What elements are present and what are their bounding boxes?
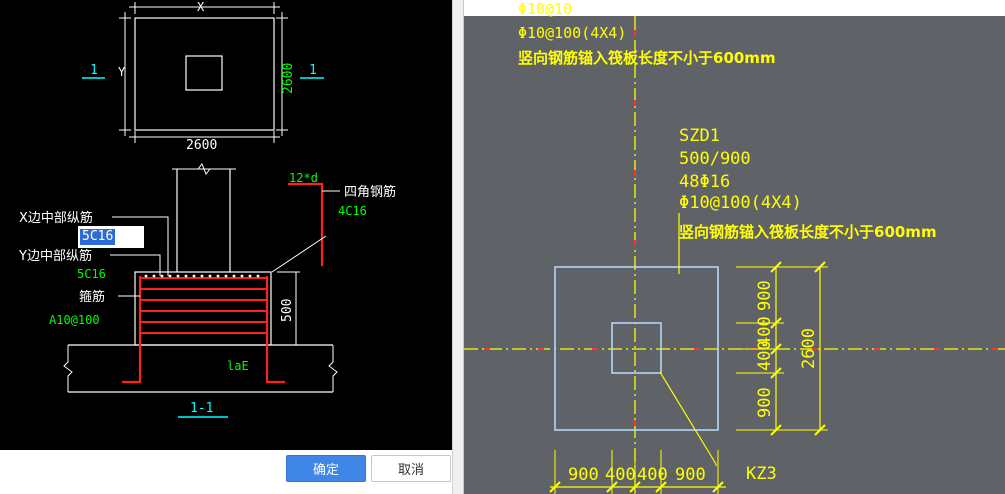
plan-outline: [134, 17, 275, 131]
stirrup-value: A10@100: [49, 313, 100, 327]
vdim-3: 400: [755, 340, 775, 371]
section-mark-right: 1: [309, 63, 317, 78]
corner-bar-dim: 12*d: [289, 171, 318, 185]
vdim-2: 400: [755, 316, 775, 347]
plan-y-label: Y: [118, 65, 126, 79]
top-note: 竖向钢筋锚入筏板长度不小于600mm: [518, 49, 776, 67]
anchor-length-label: laE: [227, 359, 249, 373]
column-label: KZ3: [746, 464, 777, 484]
x-mid-bar-label: X边中部纵筋: [19, 210, 93, 226]
section-height-dim: 500: [280, 299, 295, 322]
preview-canvas: X Y 2600 2600 1 1: [0, 0, 452, 450]
cad-topbar: [464, 0, 1005, 16]
element-size: 500/900: [679, 149, 751, 169]
svg-text:Φ10@10: Φ10@10: [518, 0, 572, 18]
plan-height-dim: 2600: [281, 63, 296, 94]
hdim-1: 900: [568, 465, 599, 485]
element-stirrups: Φ10@100(4X4): [679, 193, 802, 213]
plan-width-dim: 2600: [186, 138, 217, 153]
cancel-button[interactable]: 取消: [371, 455, 451, 482]
hdim-3: 400: [637, 465, 668, 485]
element-note: 竖向钢筋锚入筏板长度不小于600mm: [679, 223, 937, 241]
hdim-2: 400: [605, 465, 636, 485]
section-mark-left: 1: [90, 63, 98, 78]
stirrup-label: 箍筋: [79, 289, 105, 305]
top-spec-partial: Φ10@100(4X4): [518, 24, 626, 42]
hdim-4: 900: [675, 465, 706, 485]
vdim-4: 900: [755, 387, 775, 418]
y-mid-bar-label: Y边中部纵筋: [18, 248, 92, 264]
plan-column: [185, 55, 223, 91]
element-main-bars: 48Φ16: [679, 172, 730, 192]
cad-canvas[interactable]: Φ10@10 Φ10@100(4X4) 竖向钢筋锚入筏板长度不小于600mm S…: [464, 0, 1005, 494]
footing-outline: [554, 266, 719, 431]
ok-button[interactable]: 确定: [286, 455, 366, 482]
x-mid-bar-input[interactable]: 5C16: [78, 226, 144, 248]
pane-splitter[interactable]: [452, 0, 464, 494]
preview-drawing: X Y 2600 2600 1 1: [18, 0, 396, 418]
section-footing: [134, 271, 272, 346]
plan-x-label: X: [197, 0, 205, 14]
corner-bar-value: 4C16: [338, 204, 367, 218]
element-name: SZD1: [679, 126, 720, 146]
section-title: 1-1: [190, 401, 213, 416]
vdim-total: 2600: [799, 328, 819, 369]
cad-drawing: Φ10@10 Φ10@100(4X4) 竖向钢筋锚入筏板长度不小于600mm S…: [464, 0, 1005, 494]
column-outline: [611, 322, 662, 374]
vdim-1: 900: [755, 280, 775, 311]
x-mid-bar-value: 5C16: [80, 229, 116, 245]
y-mid-bar-value: 5C16: [77, 267, 106, 281]
corner-bar-label: 四角钢筋: [344, 184, 396, 200]
